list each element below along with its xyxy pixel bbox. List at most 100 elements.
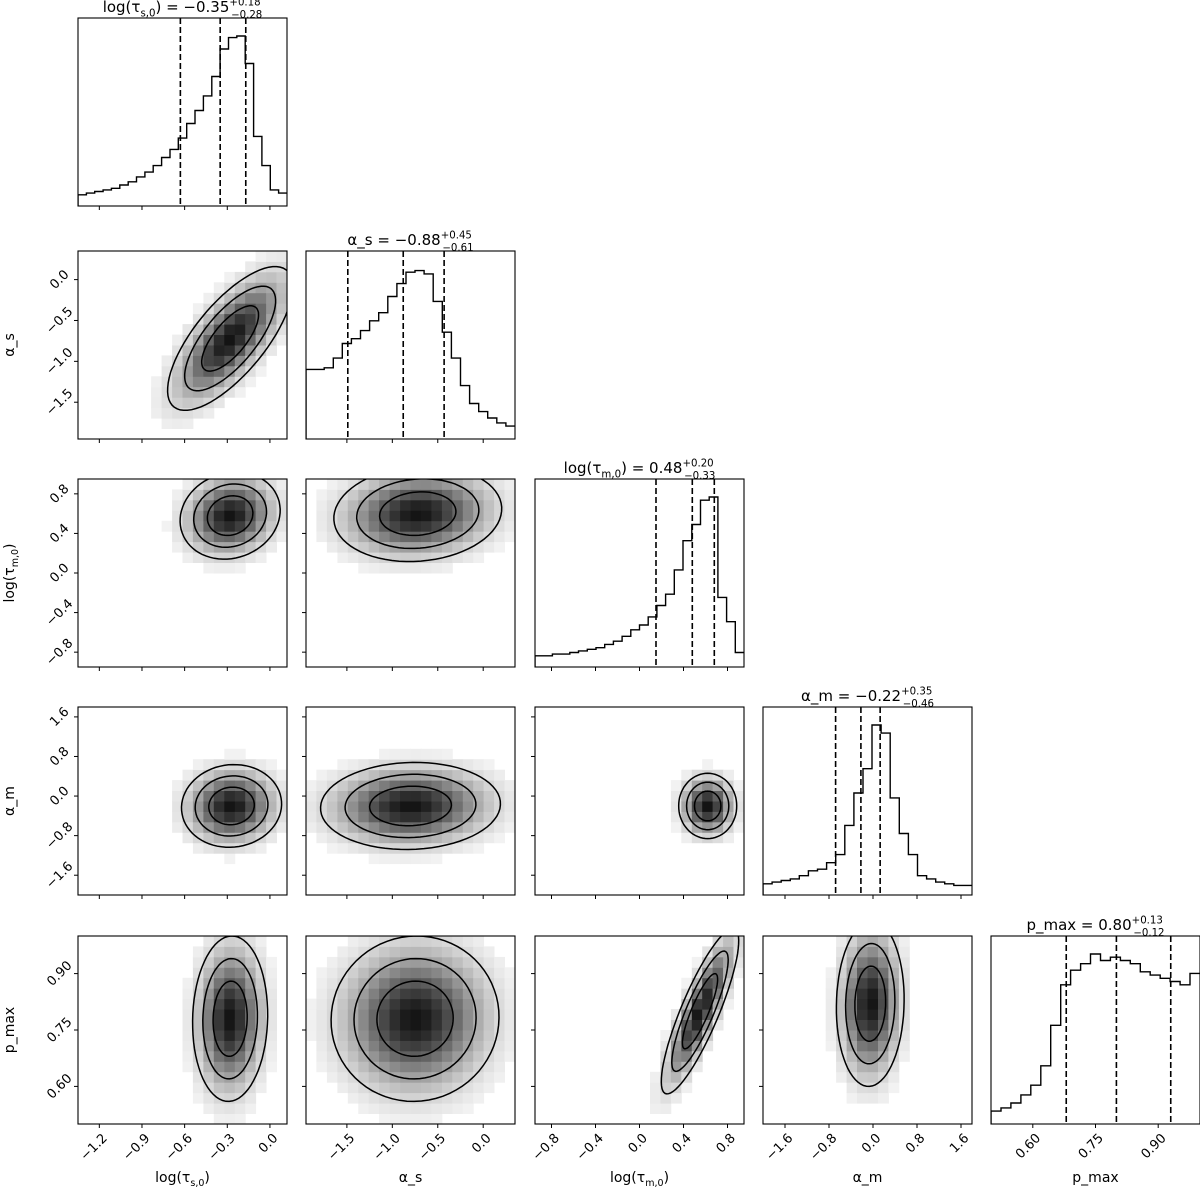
density-cell bbox=[182, 790, 194, 802]
density-cell bbox=[192, 956, 204, 968]
density-cell bbox=[213, 811, 225, 823]
density-cell bbox=[389, 988, 401, 1000]
density-cell bbox=[182, 407, 194, 419]
density-cell bbox=[846, 1092, 858, 1104]
density-cell bbox=[836, 977, 847, 989]
density-cell bbox=[494, 1071, 505, 1083]
density-cell bbox=[368, 790, 380, 802]
density-cell bbox=[203, 541, 215, 553]
density-cell bbox=[192, 946, 204, 958]
contour-level-3 bbox=[191, 936, 269, 1103]
density-cell bbox=[441, 832, 453, 844]
density-cell bbox=[473, 790, 485, 802]
panel-frame bbox=[77, 17, 288, 207]
density-cell bbox=[431, 853, 443, 865]
density-cell bbox=[224, 324, 236, 335]
x-axis-label-log_tau_s0: log(τs,0) bbox=[155, 1170, 210, 1189]
density-cell bbox=[389, 499, 401, 511]
density-cell bbox=[245, 541, 257, 553]
density-cell bbox=[368, 1092, 380, 1104]
density-cell bbox=[182, 376, 194, 388]
density-cell bbox=[483, 1061, 495, 1073]
density-cell bbox=[266, 1040, 277, 1052]
density-cell bbox=[337, 759, 349, 771]
density-cell bbox=[358, 998, 370, 1010]
density-cell bbox=[420, 759, 432, 771]
y-ticks: 0.600.750.90 bbox=[44, 958, 78, 1102]
density-cell bbox=[172, 418, 183, 429]
density-cell bbox=[276, 510, 287, 522]
density-cell bbox=[379, 1030, 390, 1041]
density-cell bbox=[326, 520, 338, 532]
density-cell bbox=[483, 1030, 495, 1041]
density-cell bbox=[836, 1030, 847, 1041]
density-cell bbox=[203, 292, 215, 304]
density-cell bbox=[504, 780, 515, 791]
title-log_tau_m0: log(τm,0) = 0.48+0.20−0.33 bbox=[564, 459, 716, 482]
density-cell bbox=[431, 510, 443, 522]
density-cell bbox=[347, 811, 359, 823]
density-cell bbox=[255, 967, 267, 979]
density-cell bbox=[234, 1050, 246, 1062]
density-cell bbox=[224, 946, 236, 958]
density-cell bbox=[368, 1082, 380, 1094]
density-cell bbox=[483, 801, 495, 812]
density-cell bbox=[400, 946, 411, 958]
density-cell bbox=[347, 510, 359, 522]
contour-lines bbox=[179, 479, 281, 560]
density-cell bbox=[266, 324, 277, 335]
density-cell bbox=[245, 520, 257, 532]
density-cell bbox=[213, 520, 225, 532]
density-cell bbox=[410, 988, 422, 1000]
density-cell bbox=[420, 1019, 432, 1031]
density-cell bbox=[203, 1019, 215, 1031]
density-cell bbox=[857, 1009, 868, 1020]
density-cell bbox=[234, 998, 246, 1010]
density-cell bbox=[224, 780, 236, 791]
density-cell bbox=[347, 1050, 359, 1062]
density-cell bbox=[452, 1009, 464, 1020]
density-cell bbox=[379, 801, 390, 812]
density-cell bbox=[203, 499, 215, 511]
density-cell bbox=[846, 1061, 858, 1073]
density-cell bbox=[483, 821, 495, 833]
density-cell bbox=[431, 821, 443, 833]
density-cell bbox=[857, 1030, 868, 1041]
density-cell bbox=[266, 967, 277, 979]
density-cell bbox=[192, 324, 204, 335]
density-cell bbox=[213, 489, 225, 501]
density-cell bbox=[337, 821, 349, 833]
density-cell bbox=[410, 1030, 422, 1041]
density-cell bbox=[431, 1113, 443, 1124]
y-ticks bbox=[302, 973, 306, 1087]
density-cell bbox=[245, 801, 257, 812]
density-cell bbox=[400, 562, 411, 574]
density-cell bbox=[867, 946, 879, 958]
density-cell bbox=[347, 821, 359, 833]
density-heatmap bbox=[825, 936, 910, 1104]
density-cell bbox=[857, 956, 868, 968]
density-cell bbox=[420, 1103, 432, 1114]
density-cell bbox=[400, 1092, 411, 1104]
density-cell bbox=[462, 552, 474, 563]
density-cell bbox=[358, 1050, 370, 1062]
density-cell bbox=[234, 801, 246, 812]
density-cell bbox=[266, 520, 277, 532]
density-cell bbox=[452, 1061, 464, 1073]
x-tick-label: −0.5 bbox=[416, 1131, 449, 1164]
density-cell bbox=[420, 790, 432, 802]
hist-panel-log_tau_s0: log(τs,0) = −0.35+0.18−0.28 bbox=[77, 0, 288, 210]
density-cell bbox=[494, 956, 505, 968]
density-cell bbox=[255, 1040, 267, 1052]
density-cell bbox=[504, 790, 515, 802]
density-cell bbox=[213, 998, 225, 1010]
density-cell bbox=[326, 1009, 338, 1020]
density-cell bbox=[368, 998, 380, 1010]
density-cell bbox=[213, 821, 225, 833]
density-cell bbox=[400, 510, 411, 522]
density-cell bbox=[420, 988, 432, 1000]
density-cell bbox=[326, 489, 338, 501]
density-cell bbox=[670, 780, 682, 791]
